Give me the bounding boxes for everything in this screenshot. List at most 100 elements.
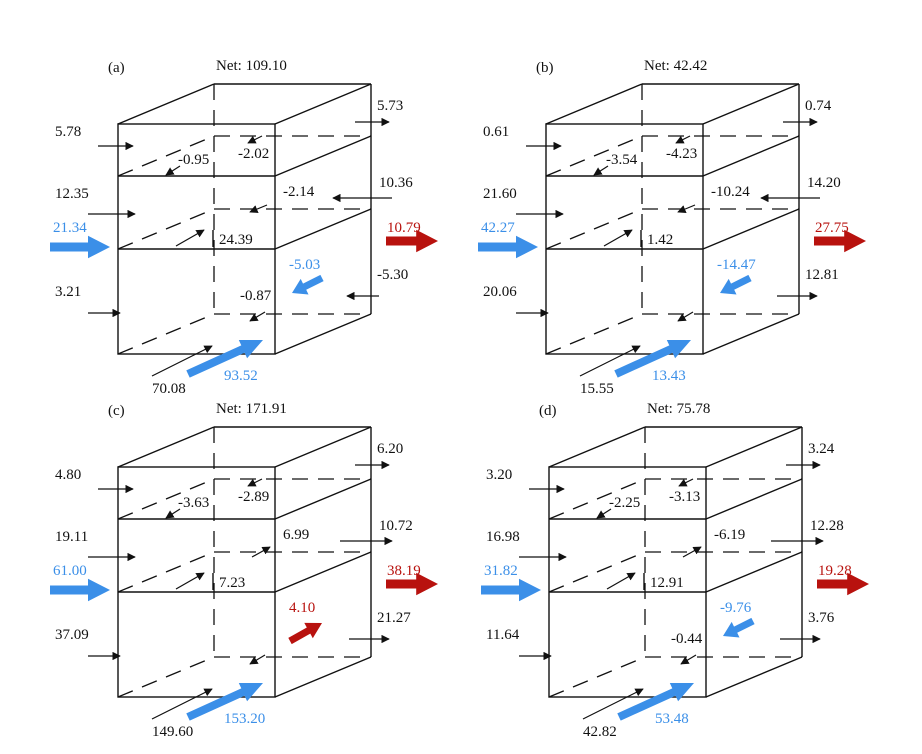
box-top-left-edge <box>545 83 643 125</box>
box-hidden-bottom-depth-edge <box>117 313 215 355</box>
left-bottom-value: 20.06 <box>483 284 517 300</box>
internal-top-right-value: -2.89 <box>238 489 269 505</box>
inner-colored-arrow <box>292 274 324 295</box>
layer-divider-side <box>274 478 372 520</box>
main-outflow-value: 10.79 <box>387 220 421 236</box>
layer-divider-side <box>702 135 800 177</box>
bottom-black-value: 15.55 <box>580 381 614 397</box>
internal-bottom-right-arrow <box>677 311 694 322</box>
internal-middle-right-value: 6.99 <box>283 527 309 543</box>
internal-middle-right-value: -6.19 <box>714 527 745 543</box>
inner-colored-value: -5.03 <box>289 257 320 273</box>
main-inflow-arrow <box>50 578 110 602</box>
net-value-title: Net: 171.91 <box>216 401 287 417</box>
internal-top-right-arrow <box>678 478 694 487</box>
bottom-colored-arrow <box>614 340 691 378</box>
panel-label: (d) <box>539 403 557 419</box>
panel-c: (c)Net: 171.914.8019.1137.096.2010.7221.… <box>50 401 438 740</box>
panel-a: (a)Net: 109.105.7812.353.215.7310.36-5.3… <box>50 58 438 397</box>
bottom-black-value: 70.08 <box>152 381 186 397</box>
layer-hidden-depth-edge <box>117 135 215 177</box>
left-bottom-value: 11.64 <box>486 627 520 643</box>
internal-bottom-right-value: -0.44 <box>671 631 703 647</box>
right-middle-value: 10.72 <box>379 518 413 534</box>
left-top-value: 5.78 <box>55 124 81 140</box>
box-top-left-edge <box>117 426 215 468</box>
internal-bottom-right-arrow <box>249 654 266 665</box>
layer-hidden-depth-edge <box>117 478 215 520</box>
left-middle-value: 21.60 <box>483 186 517 202</box>
box-bottom-right-edge <box>705 656 803 698</box>
right-top-value: 6.20 <box>377 441 403 457</box>
bottom-colored-value: 153.20 <box>224 711 265 727</box>
left-bottom-value: 3.21 <box>55 284 81 300</box>
layer-divider-side <box>274 551 372 593</box>
panel-b: (b)Net: 42.420.6121.6020.060.7414.2012.8… <box>478 58 866 397</box>
inner-colored-value: -14.47 <box>717 257 756 273</box>
bottom-colored-value: 93.52 <box>224 368 258 384</box>
internal-top-left-value: -2.25 <box>609 495 640 511</box>
main-outflow-value: 19.28 <box>818 563 852 579</box>
layer-hidden-depth-edge <box>117 208 215 250</box>
bottom-colored-value: 13.43 <box>652 368 686 384</box>
layer-hidden-depth-edge <box>545 208 643 250</box>
internal-top-left-arrow <box>593 165 609 176</box>
bottom-black-value: 42.82 <box>583 724 617 740</box>
bottom-black-value: 149.60 <box>152 724 193 740</box>
internal-middle-center-arrow <box>603 229 633 247</box>
layer-hidden-depth-edge <box>548 478 646 520</box>
bottom-black-arrow <box>579 345 641 377</box>
main-outflow-arrow <box>386 572 438 596</box>
panel-d: (d)Net: 75.783.2016.9811.643.2412.283.76… <box>481 401 869 740</box>
net-value-title: Net: 109.10 <box>216 58 287 74</box>
box-top-left-edge <box>548 426 646 468</box>
main-inflow-value: 61.00 <box>53 563 87 579</box>
main-outflow-arrow <box>817 572 869 596</box>
internal-top-left-value: -3.54 <box>606 152 638 168</box>
bottom-black-arrow <box>151 345 213 377</box>
internal-top-left-arrow <box>165 508 181 519</box>
layer-divider-side <box>705 551 803 593</box>
net-value-title: Net: 75.78 <box>647 401 710 417</box>
inner-colored-arrow <box>720 274 752 295</box>
bottom-colored-arrow <box>186 340 263 378</box>
bottom-colored-value: 53.48 <box>655 711 689 727</box>
internal-middle-right-arrow <box>249 204 268 214</box>
internal-bottom-right-value: -0.87 <box>240 288 272 304</box>
internal-middle-center-arrow <box>175 572 205 590</box>
layer-divider-side <box>274 135 372 177</box>
internal-middle-right-value: -10.24 <box>711 184 750 200</box>
left-top-value: 0.61 <box>483 124 509 140</box>
internal-middle-center-value: 24.39 <box>219 232 253 248</box>
left-middle-value: 16.98 <box>486 529 520 545</box>
panel-label: (c) <box>108 403 125 419</box>
left-top-value: 4.80 <box>55 467 81 483</box>
main-inflow-arrow <box>481 578 541 602</box>
right-top-value: 3.24 <box>808 441 835 457</box>
internal-middle-right-value: -2.14 <box>283 184 315 200</box>
right-middle-value: 12.28 <box>810 518 844 534</box>
inner-colored-value: 4.10 <box>289 600 315 616</box>
left-middle-value: 12.35 <box>55 186 89 202</box>
internal-top-left-value: -3.63 <box>178 495 209 511</box>
main-inflow-value: 31.82 <box>484 563 518 579</box>
main-inflow-arrow <box>50 235 110 259</box>
box-hidden-bottom-depth-edge <box>548 656 646 698</box>
main-outflow-arrow <box>386 229 438 253</box>
internal-middle-center-value: 1.42 <box>647 232 673 248</box>
internal-middle-right-arrow <box>677 204 696 214</box>
layer-hidden-depth-edge <box>548 551 646 593</box>
main-inflow-arrow <box>478 235 538 259</box>
layer-hidden-depth-edge <box>117 551 215 593</box>
internal-top-left-arrow <box>596 508 612 519</box>
right-top-value: 5.73 <box>377 98 403 114</box>
box-top-right-edge <box>274 83 372 125</box>
left-bottom-value: 37.09 <box>55 627 89 643</box>
internal-top-right-value: -2.02 <box>238 146 269 162</box>
main-outflow-value: 27.75 <box>815 220 849 236</box>
layer-divider-side <box>274 208 372 250</box>
layer-divider-side <box>702 208 800 250</box>
internal-middle-right-arrow <box>682 546 702 558</box>
